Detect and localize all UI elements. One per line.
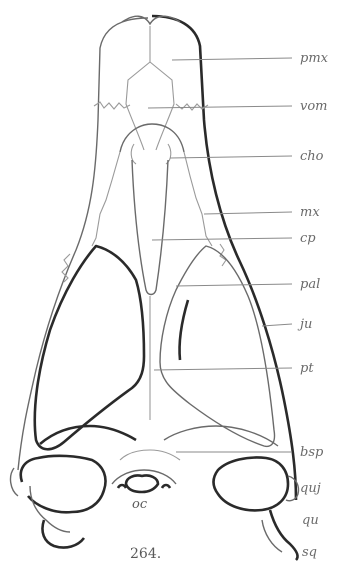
label-qu: qu bbox=[302, 513, 319, 528]
left-fenestra bbox=[35, 246, 144, 449]
skull-outline bbox=[18, 16, 296, 500]
label-vom: vom bbox=[300, 99, 328, 114]
posterior-skull bbox=[11, 426, 299, 560]
right-fenestra-edge bbox=[179, 300, 188, 360]
label-mx: mx bbox=[300, 205, 320, 220]
label-bsp: bsp bbox=[300, 445, 324, 460]
label-pal: pal bbox=[300, 277, 320, 292]
label-pt: pt bbox=[300, 361, 314, 376]
label-sq: sq bbox=[302, 545, 317, 560]
label-cp: cp bbox=[300, 231, 316, 246]
figure-number: 264. bbox=[130, 546, 161, 562]
label-oc: oc bbox=[132, 497, 148, 512]
right-fenestra bbox=[160, 246, 275, 446]
choanae-region bbox=[62, 124, 226, 420]
anatomical-labels: pmx vom cho mx cp pal ju pt bsp quj qu s… bbox=[130, 51, 329, 562]
label-cho: cho bbox=[300, 149, 324, 164]
label-pmx: pmx bbox=[300, 51, 329, 66]
label-quj: quj bbox=[300, 481, 321, 496]
label-ju: ju bbox=[297, 317, 312, 332]
